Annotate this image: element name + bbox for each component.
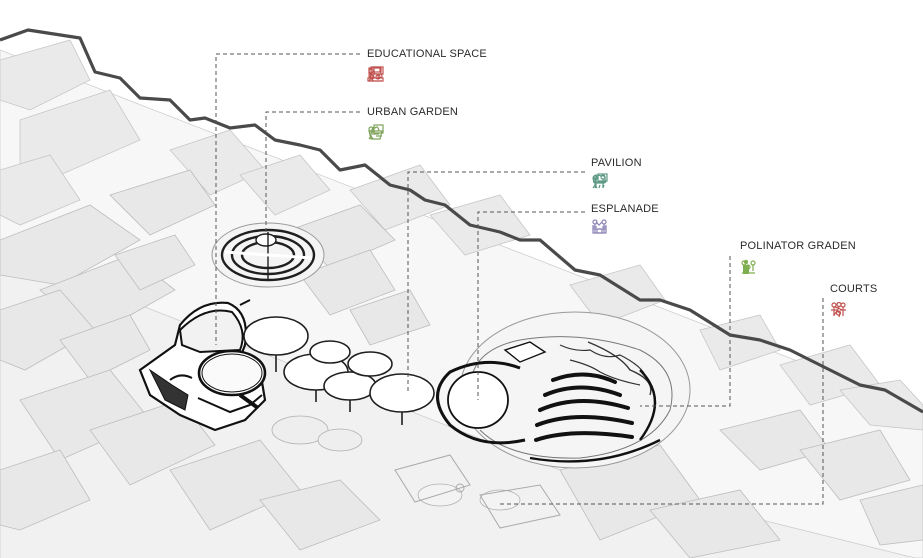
leader-lines (215, 53, 824, 505)
small-kiosk (503, 341, 547, 363)
label-pavilion: PAVILION (591, 157, 642, 169)
site-boundary-line (0, 28, 923, 414)
educational-building (138, 299, 267, 432)
pavilion-canopies (243, 316, 435, 425)
team-icon (831, 302, 846, 316)
flowers-icon (741, 260, 756, 274)
background-buildings (0, 39, 923, 431)
sports-courts (394, 454, 561, 529)
presentation-icon (368, 66, 384, 82)
label-polinator-graden: POLINATOR GRADEN (740, 240, 856, 252)
rain-cloud-icon (592, 174, 607, 189)
open-space-icon (592, 221, 607, 234)
label-urban-garden: URBAN GARDEN (367, 106, 459, 118)
circular-planters (271, 415, 521, 511)
label-educational-space: EDUCATIONAL SPACE (367, 48, 487, 60)
urban-garden-labyrinth (211, 222, 325, 288)
label-courts: COURTS (830, 283, 878, 295)
city-blocks (0, 169, 923, 558)
label-esplanade: ESPLANADE (591, 203, 659, 215)
plant-basket-icon (368, 126, 383, 140)
